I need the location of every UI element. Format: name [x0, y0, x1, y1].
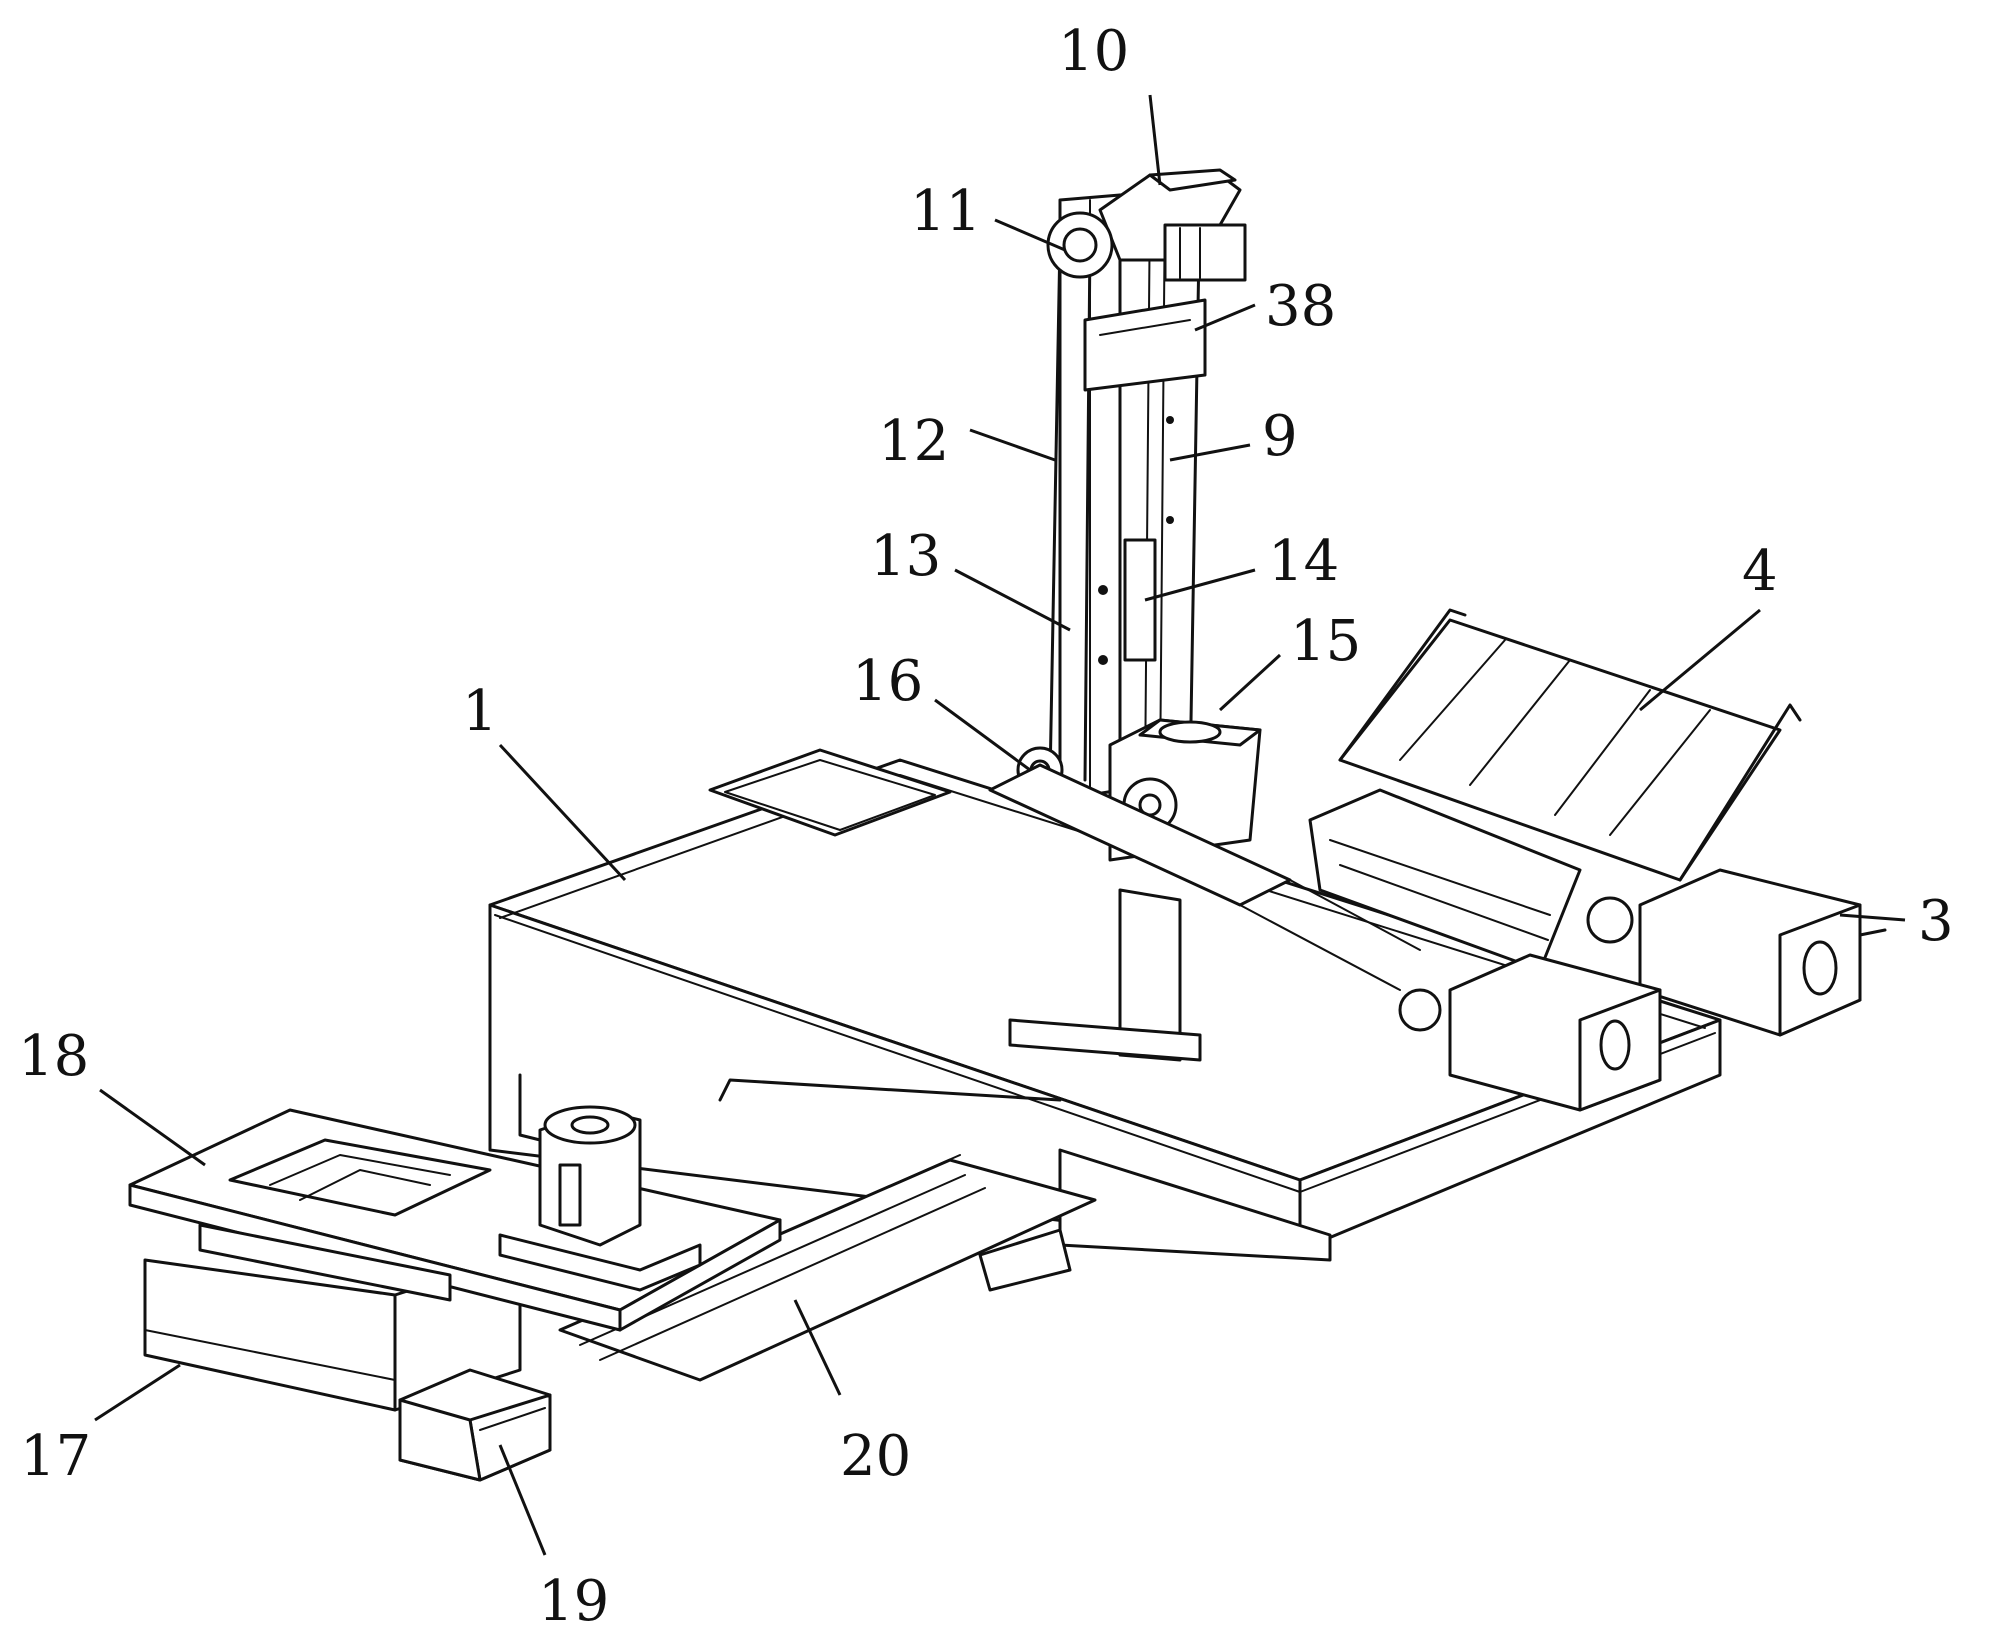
label-3: 3: [1918, 889, 1954, 954]
leader-12: [969, 428, 1056, 462]
leader-38: [1194, 303, 1256, 332]
leader-lines: [94, 94, 1906, 1556]
label-12: 12: [878, 409, 949, 474]
right-motor: [1586, 868, 1887, 1037]
reference-numerals: 1 3 4 9 10 11 12 13 14 15 16 17 18 19 20…: [18, 19, 1954, 1634]
label-17: 17: [20, 1424, 91, 1489]
leader-18: [99, 1088, 206, 1167]
label-20: 20: [840, 1424, 911, 1489]
label-14: 14: [1268, 529, 1339, 594]
leader-20: [793, 1299, 842, 1396]
top-pulley: [1046, 211, 1114, 279]
leader-17: [94, 1363, 181, 1422]
leader-15: [1218, 653, 1282, 712]
leader-1: [498, 743, 627, 882]
leader-3: [1839, 913, 1906, 922]
leader-13: [954, 568, 1071, 632]
label-13: 13: [870, 524, 941, 589]
label-15: 15: [1290, 609, 1361, 674]
leader-16: [934, 698, 1031, 772]
leader-11: [994, 218, 1066, 252]
top-motor: [1098, 168, 1247, 282]
label-16: 16: [852, 649, 923, 714]
leader-9: [1169, 443, 1251, 462]
label-38: 38: [1265, 274, 1336, 339]
vertical-column: [1048, 188, 1207, 802]
chute-stand: [988, 763, 1421, 1062]
base-body: [488, 748, 1722, 1262]
label-19: 19: [538, 1569, 609, 1634]
table-motor: [498, 1105, 702, 1292]
conveyor-unit: [1308, 608, 1802, 972]
leader-4: [1639, 608, 1761, 712]
label-4: 4: [1742, 539, 1778, 604]
label-9: 9: [1262, 404, 1298, 469]
worktable: [128, 1108, 782, 1332]
leader-10: [1148, 94, 1162, 186]
bottom-motor: [398, 1368, 552, 1482]
linear-rail: [558, 1154, 1097, 1382]
label-18: 18: [18, 1024, 89, 1089]
leader-14: [1144, 568, 1256, 602]
label-1: 1: [462, 679, 498, 744]
front-right-motor: [1398, 953, 1662, 1112]
label-11: 11: [910, 179, 981, 244]
lower-frame: [518, 1073, 1072, 1292]
leader-19: [498, 1444, 547, 1556]
label-10: 10: [1058, 19, 1129, 84]
